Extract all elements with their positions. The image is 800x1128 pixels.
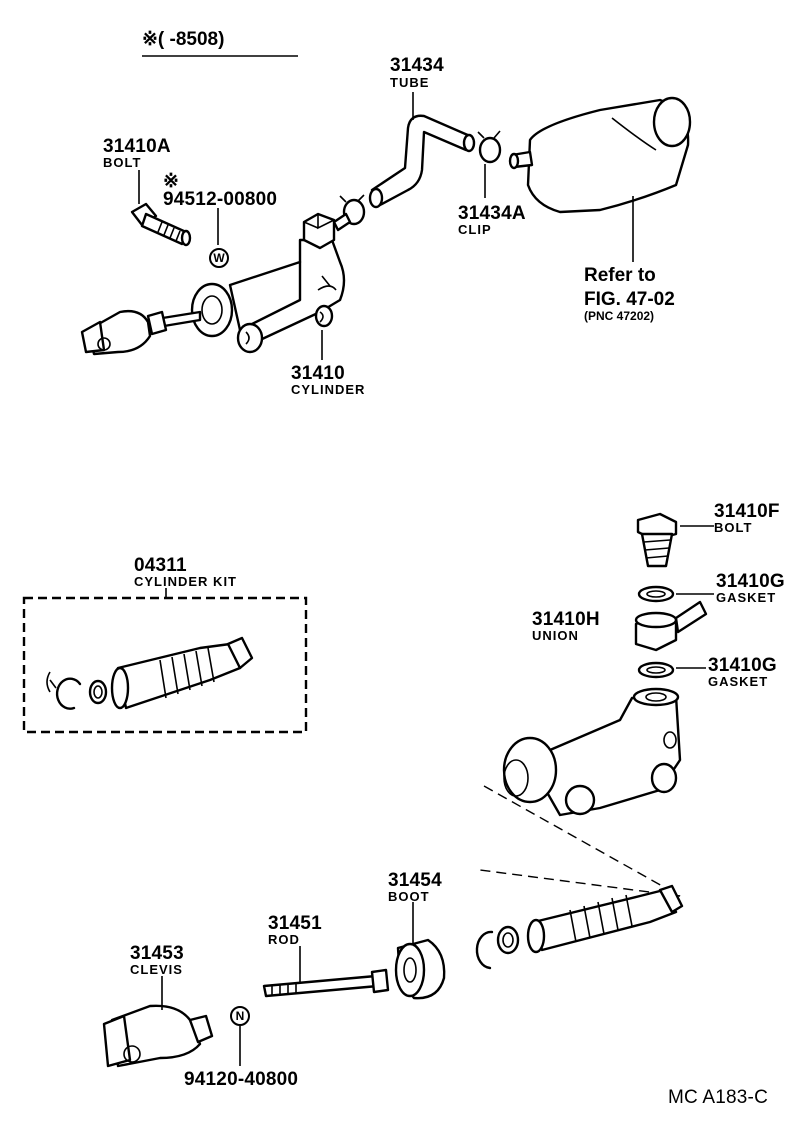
callout-bolt-a-name: BOLT xyxy=(103,155,142,170)
tube xyxy=(368,114,476,209)
boot-31454 xyxy=(394,938,446,1000)
callout-bolt-a-number: 31410A xyxy=(103,136,171,157)
washer-note-mark: ※ xyxy=(163,171,179,192)
exploded-guide-line xyxy=(479,785,681,897)
callout-tube-number: 31434 xyxy=(390,55,444,76)
callout-cylinder-name: CYLINDER xyxy=(291,382,366,397)
callout-kit-number: 04311 xyxy=(134,555,187,576)
callout-clip-number: 31434A xyxy=(458,203,526,224)
callout-washer-number: 94512-00800 xyxy=(163,189,278,210)
callout-union-name: UNION xyxy=(532,628,579,643)
header-note: ※( -8508) xyxy=(142,29,225,50)
gasket-bottom-ring xyxy=(637,661,675,679)
seal-washer xyxy=(496,925,520,955)
snap-ring xyxy=(475,930,494,970)
callout-clevis-number: 31453 xyxy=(130,943,184,964)
callout-kit-name: CYLINDER KIT xyxy=(134,574,237,589)
kit-parts xyxy=(46,636,254,710)
refer-line3: (PNC 47202) xyxy=(584,309,655,323)
callout-bolt-f-number: 31410F xyxy=(714,501,780,522)
piston-spring xyxy=(526,884,684,954)
nut-symbol: N xyxy=(230,1006,250,1026)
callout-boot-name: BOOT xyxy=(388,889,430,904)
callout-rod-number: 31451 xyxy=(268,913,322,934)
callout-gasket-top-name: GASKET xyxy=(716,590,777,605)
washer-symbol: W xyxy=(209,248,229,268)
bolt-31410f xyxy=(636,512,678,568)
callout-boot-number: 31454 xyxy=(388,870,442,891)
master-cylinder-exploded xyxy=(502,687,682,817)
callout-nut-number: 94120-40800 xyxy=(184,1069,299,1090)
figure-code: MC A183-C xyxy=(668,1087,769,1108)
master-cylinder-top xyxy=(80,212,346,356)
cylinder-kit-box xyxy=(22,596,308,734)
callout-clevis-name: CLEVIS xyxy=(130,962,183,977)
callout-tube-name: TUBE xyxy=(390,75,430,90)
reservoir-tank xyxy=(508,96,692,214)
refer-line2: FIG. 47-02 xyxy=(584,289,675,310)
callout-rod-name: ROD xyxy=(268,932,300,947)
callout-cylinder-number: 31410 xyxy=(291,363,345,384)
callout-gasket-bottom-number: 31410G xyxy=(708,655,777,676)
clip-left xyxy=(332,194,366,232)
refer-line1: Refer to xyxy=(584,265,656,286)
callout-union-number: 31410H xyxy=(532,609,600,630)
callout-gasket-top-number: 31410G xyxy=(716,571,785,592)
rod-31451 xyxy=(262,968,390,998)
callout-clip-name: CLIP xyxy=(458,222,492,237)
callout-gasket-bottom-name: GASKET xyxy=(708,674,769,689)
clevis-31453 xyxy=(102,1004,214,1068)
gasket-top-ring xyxy=(637,585,675,603)
bolt-31410a xyxy=(130,202,192,247)
clip-right xyxy=(477,130,502,164)
union-31410h xyxy=(634,600,708,652)
callout-bolt-f-name: BOLT xyxy=(714,520,753,535)
